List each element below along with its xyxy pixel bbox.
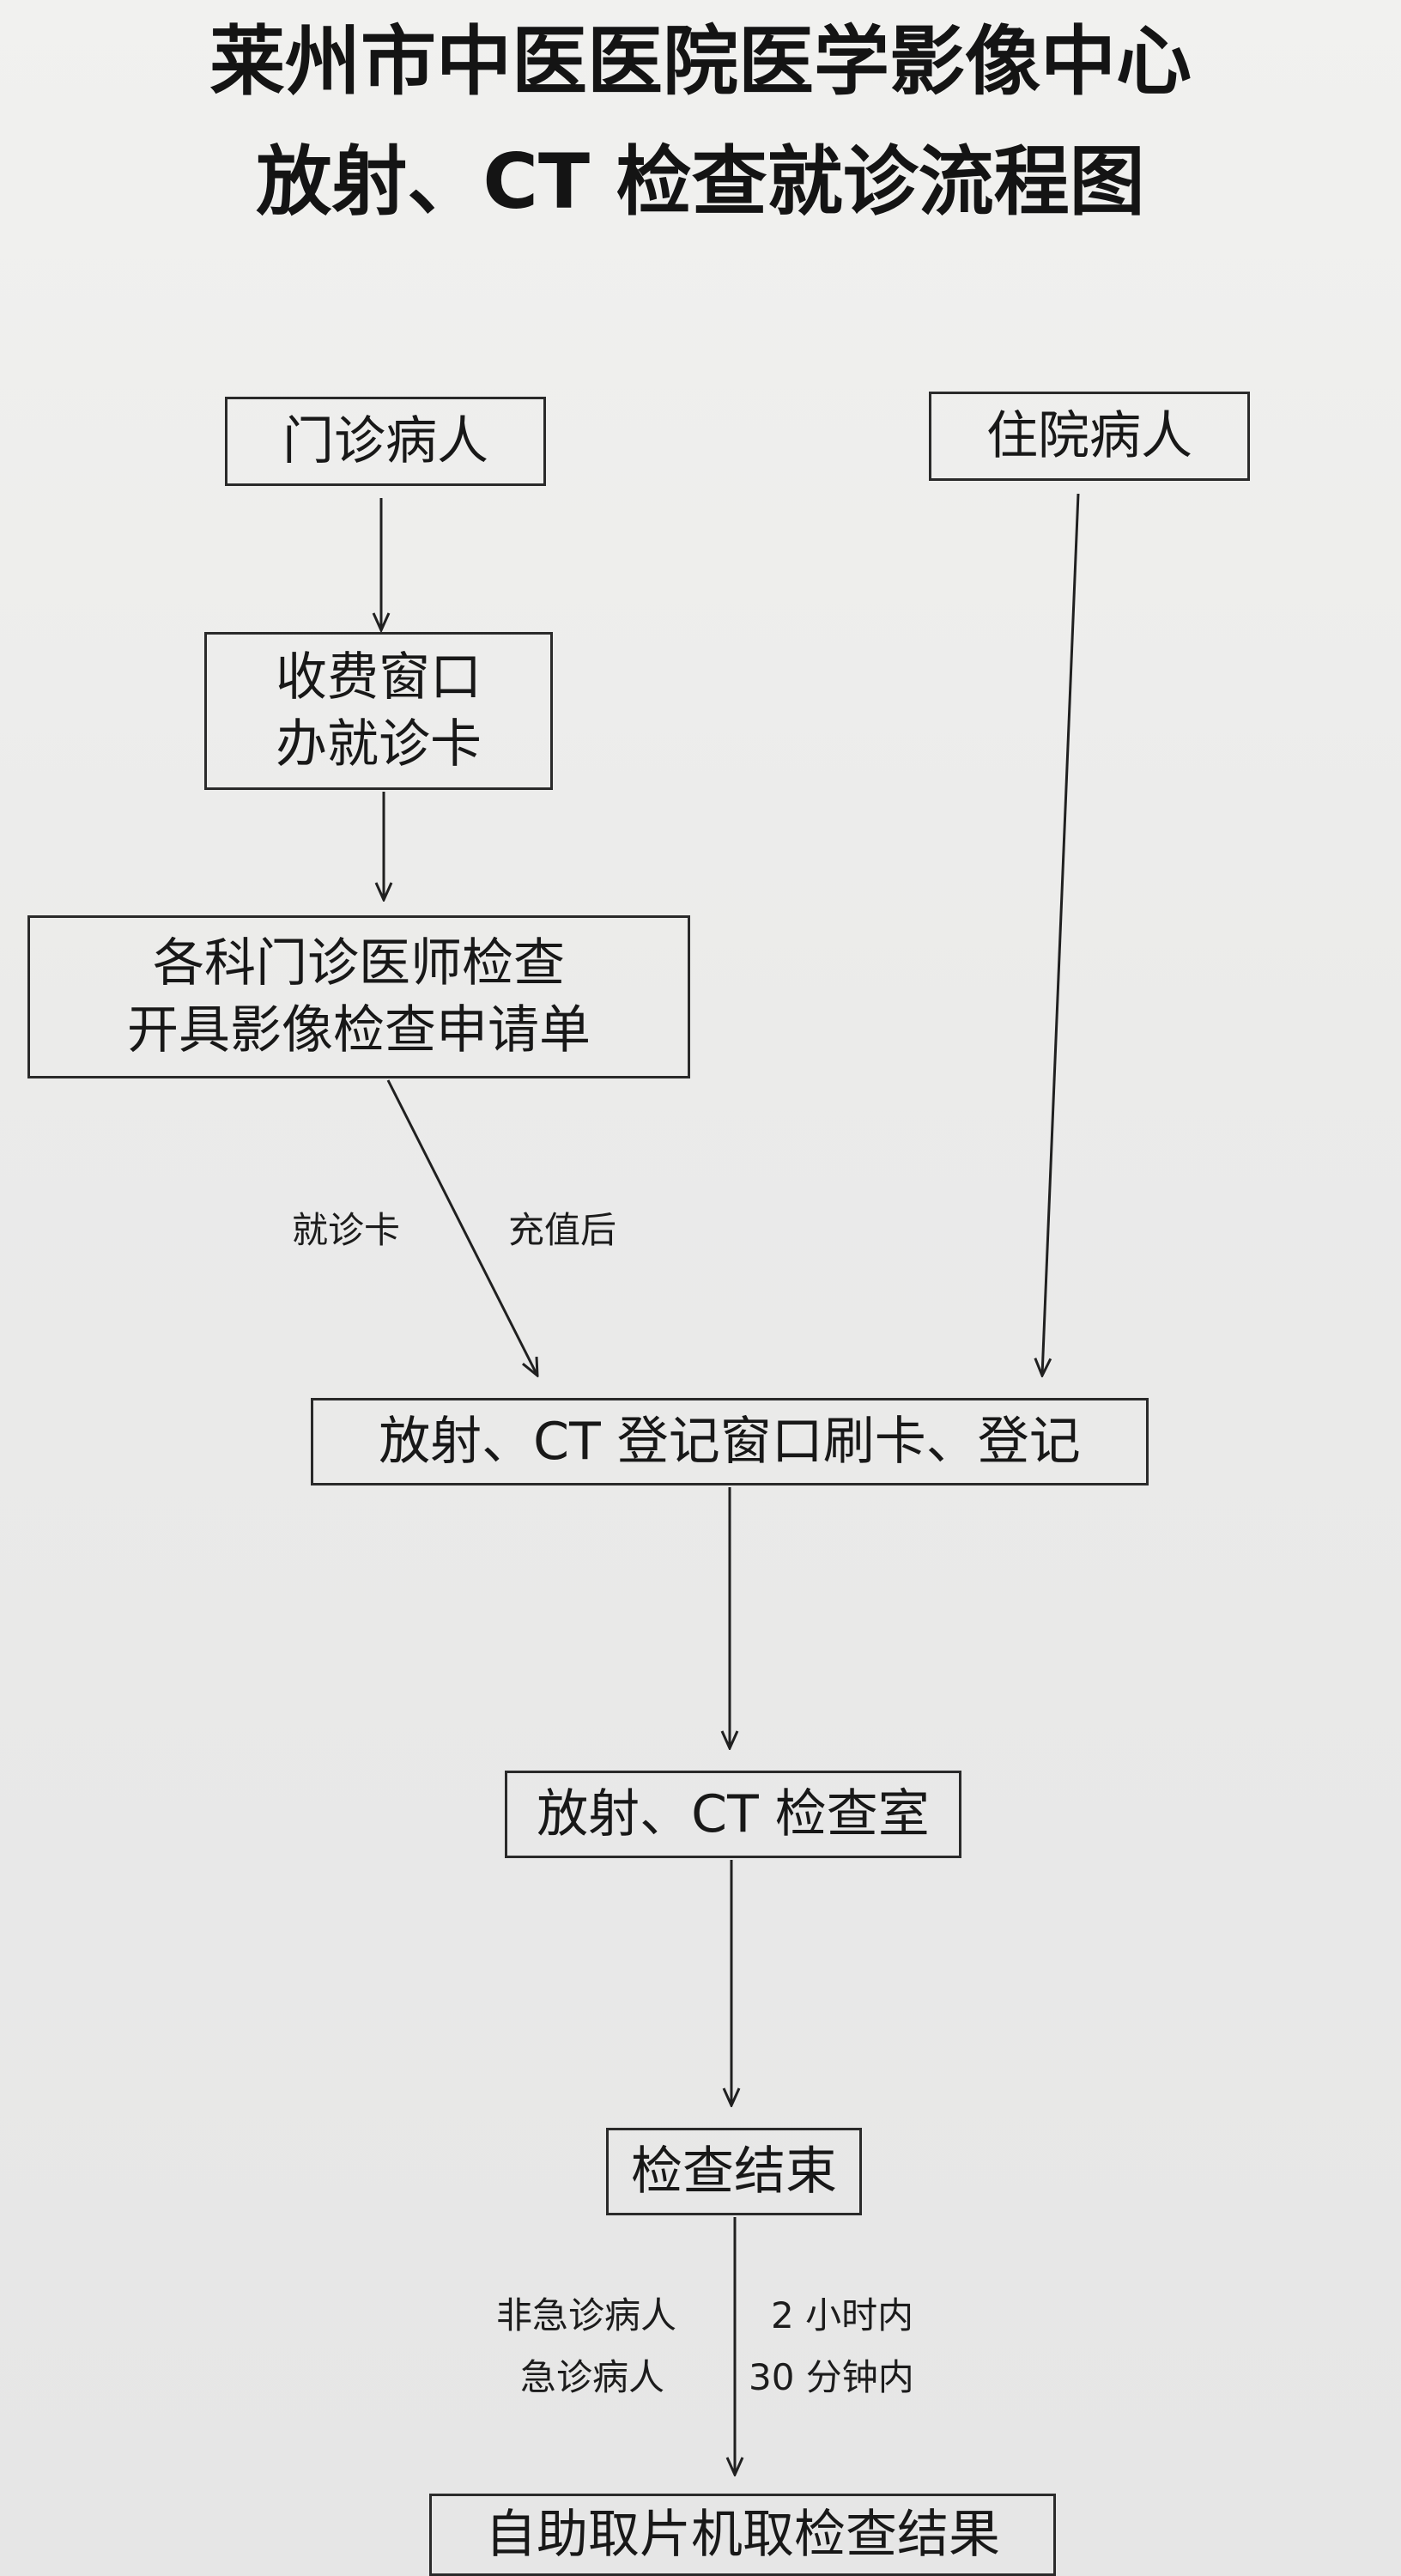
doctor-exam-line-1: 各科门诊医师检查: [153, 933, 565, 993]
exam-end-node: 检查结束: [606, 2128, 862, 2215]
payment-window-line-1: 收费窗口: [276, 647, 482, 708]
edge-label-card: 就诊卡: [292, 1209, 401, 1251]
registration-label: 放射、CT 登记窗口刷卡、登记: [379, 1412, 1081, 1472]
exam-room-label: 放射、CT 检查室: [537, 1784, 930, 1844]
outpatient-node: 门诊病人: [225, 397, 546, 486]
exam-end-label: 检查结束: [631, 2142, 837, 2202]
arrow-inpatient-to-registration: [1042, 493, 1080, 1376]
payment-window-node: 收费窗口 办就诊卡: [204, 632, 553, 790]
edge-label-emergency-time: 30 分钟内: [749, 2356, 914, 2398]
edge-label-recharged: 充值后: [508, 1209, 617, 1251]
outpatient-label: 门诊病人: [282, 411, 488, 471]
inpatient-node: 住院病人: [929, 392, 1250, 481]
registration-node: 放射、CT 登记窗口刷卡、登记: [311, 1398, 1149, 1485]
self-service-label: 自助取片机取检查结果: [485, 2505, 1000, 2565]
diagram-title-line-2: 放射、CT 检查就诊流程图: [256, 137, 1145, 226]
payment-window-line-2: 办就诊卡: [276, 714, 482, 775]
arrow-doctor-to-registration: [386, 1079, 537, 1376]
self-service-node: 自助取片机取检查结果: [429, 2494, 1056, 2576]
diagram-title-line-1: 莱州市中医医院医学影像中心: [209, 17, 1192, 106]
edge-label-emergency: 急诊病人: [520, 2356, 665, 2398]
doctor-exam-node: 各科门诊医师检查 开具影像检查申请单: [27, 915, 690, 1078]
edge-label-non-emergency-time: 2 小时内: [771, 2294, 914, 2336]
edge-label-non-emergency: 非急诊病人: [496, 2294, 677, 2336]
doctor-exam-line-2: 开具影像检查申请单: [127, 1000, 591, 1060]
exam-room-node: 放射、CT 检查室: [505, 1771, 961, 1858]
inpatient-label: 住院病人: [986, 406, 1192, 466]
